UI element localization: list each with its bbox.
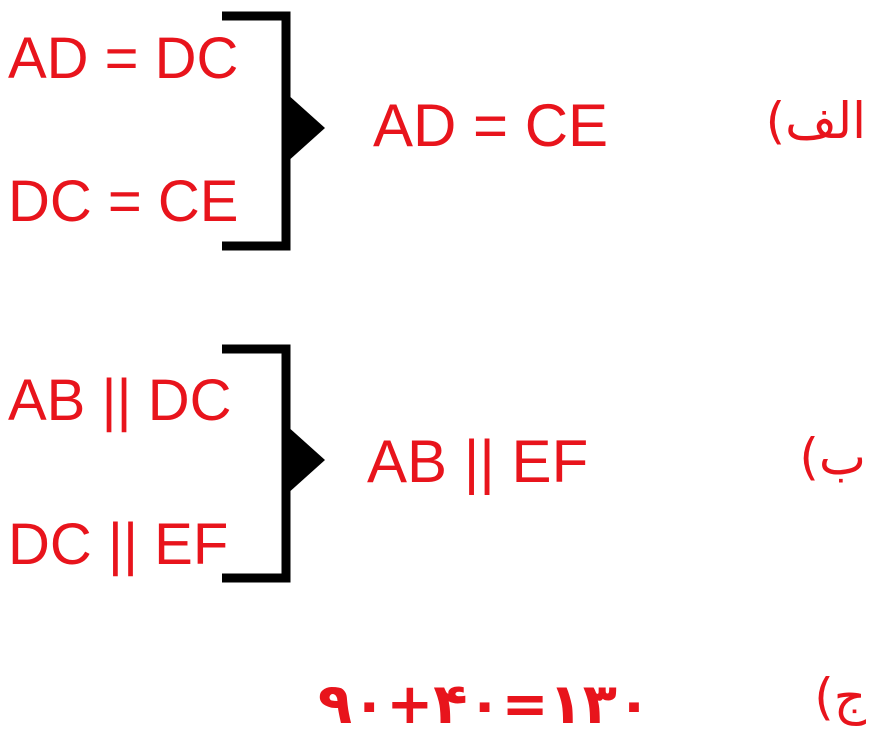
problem-b-conclusion: AB || EF <box>367 428 589 495</box>
problem-a-premise-1: AD = DC <box>8 26 239 91</box>
problem-b-premise-1: AB || DC <box>8 368 232 433</box>
problem-b-label: ب) <box>799 428 866 486</box>
problem-b-premise-2: DC || EF <box>8 512 229 577</box>
problem-a-conclusion: AD = CE <box>373 92 609 159</box>
problem-a-premise-2: DC = CE <box>8 169 239 234</box>
problem-c-result: ۹۰+۴۰=۱۳۰ <box>318 672 652 737</box>
problem-a-label: الف) <box>765 92 866 150</box>
problem-c-label: ج) <box>814 668 866 726</box>
